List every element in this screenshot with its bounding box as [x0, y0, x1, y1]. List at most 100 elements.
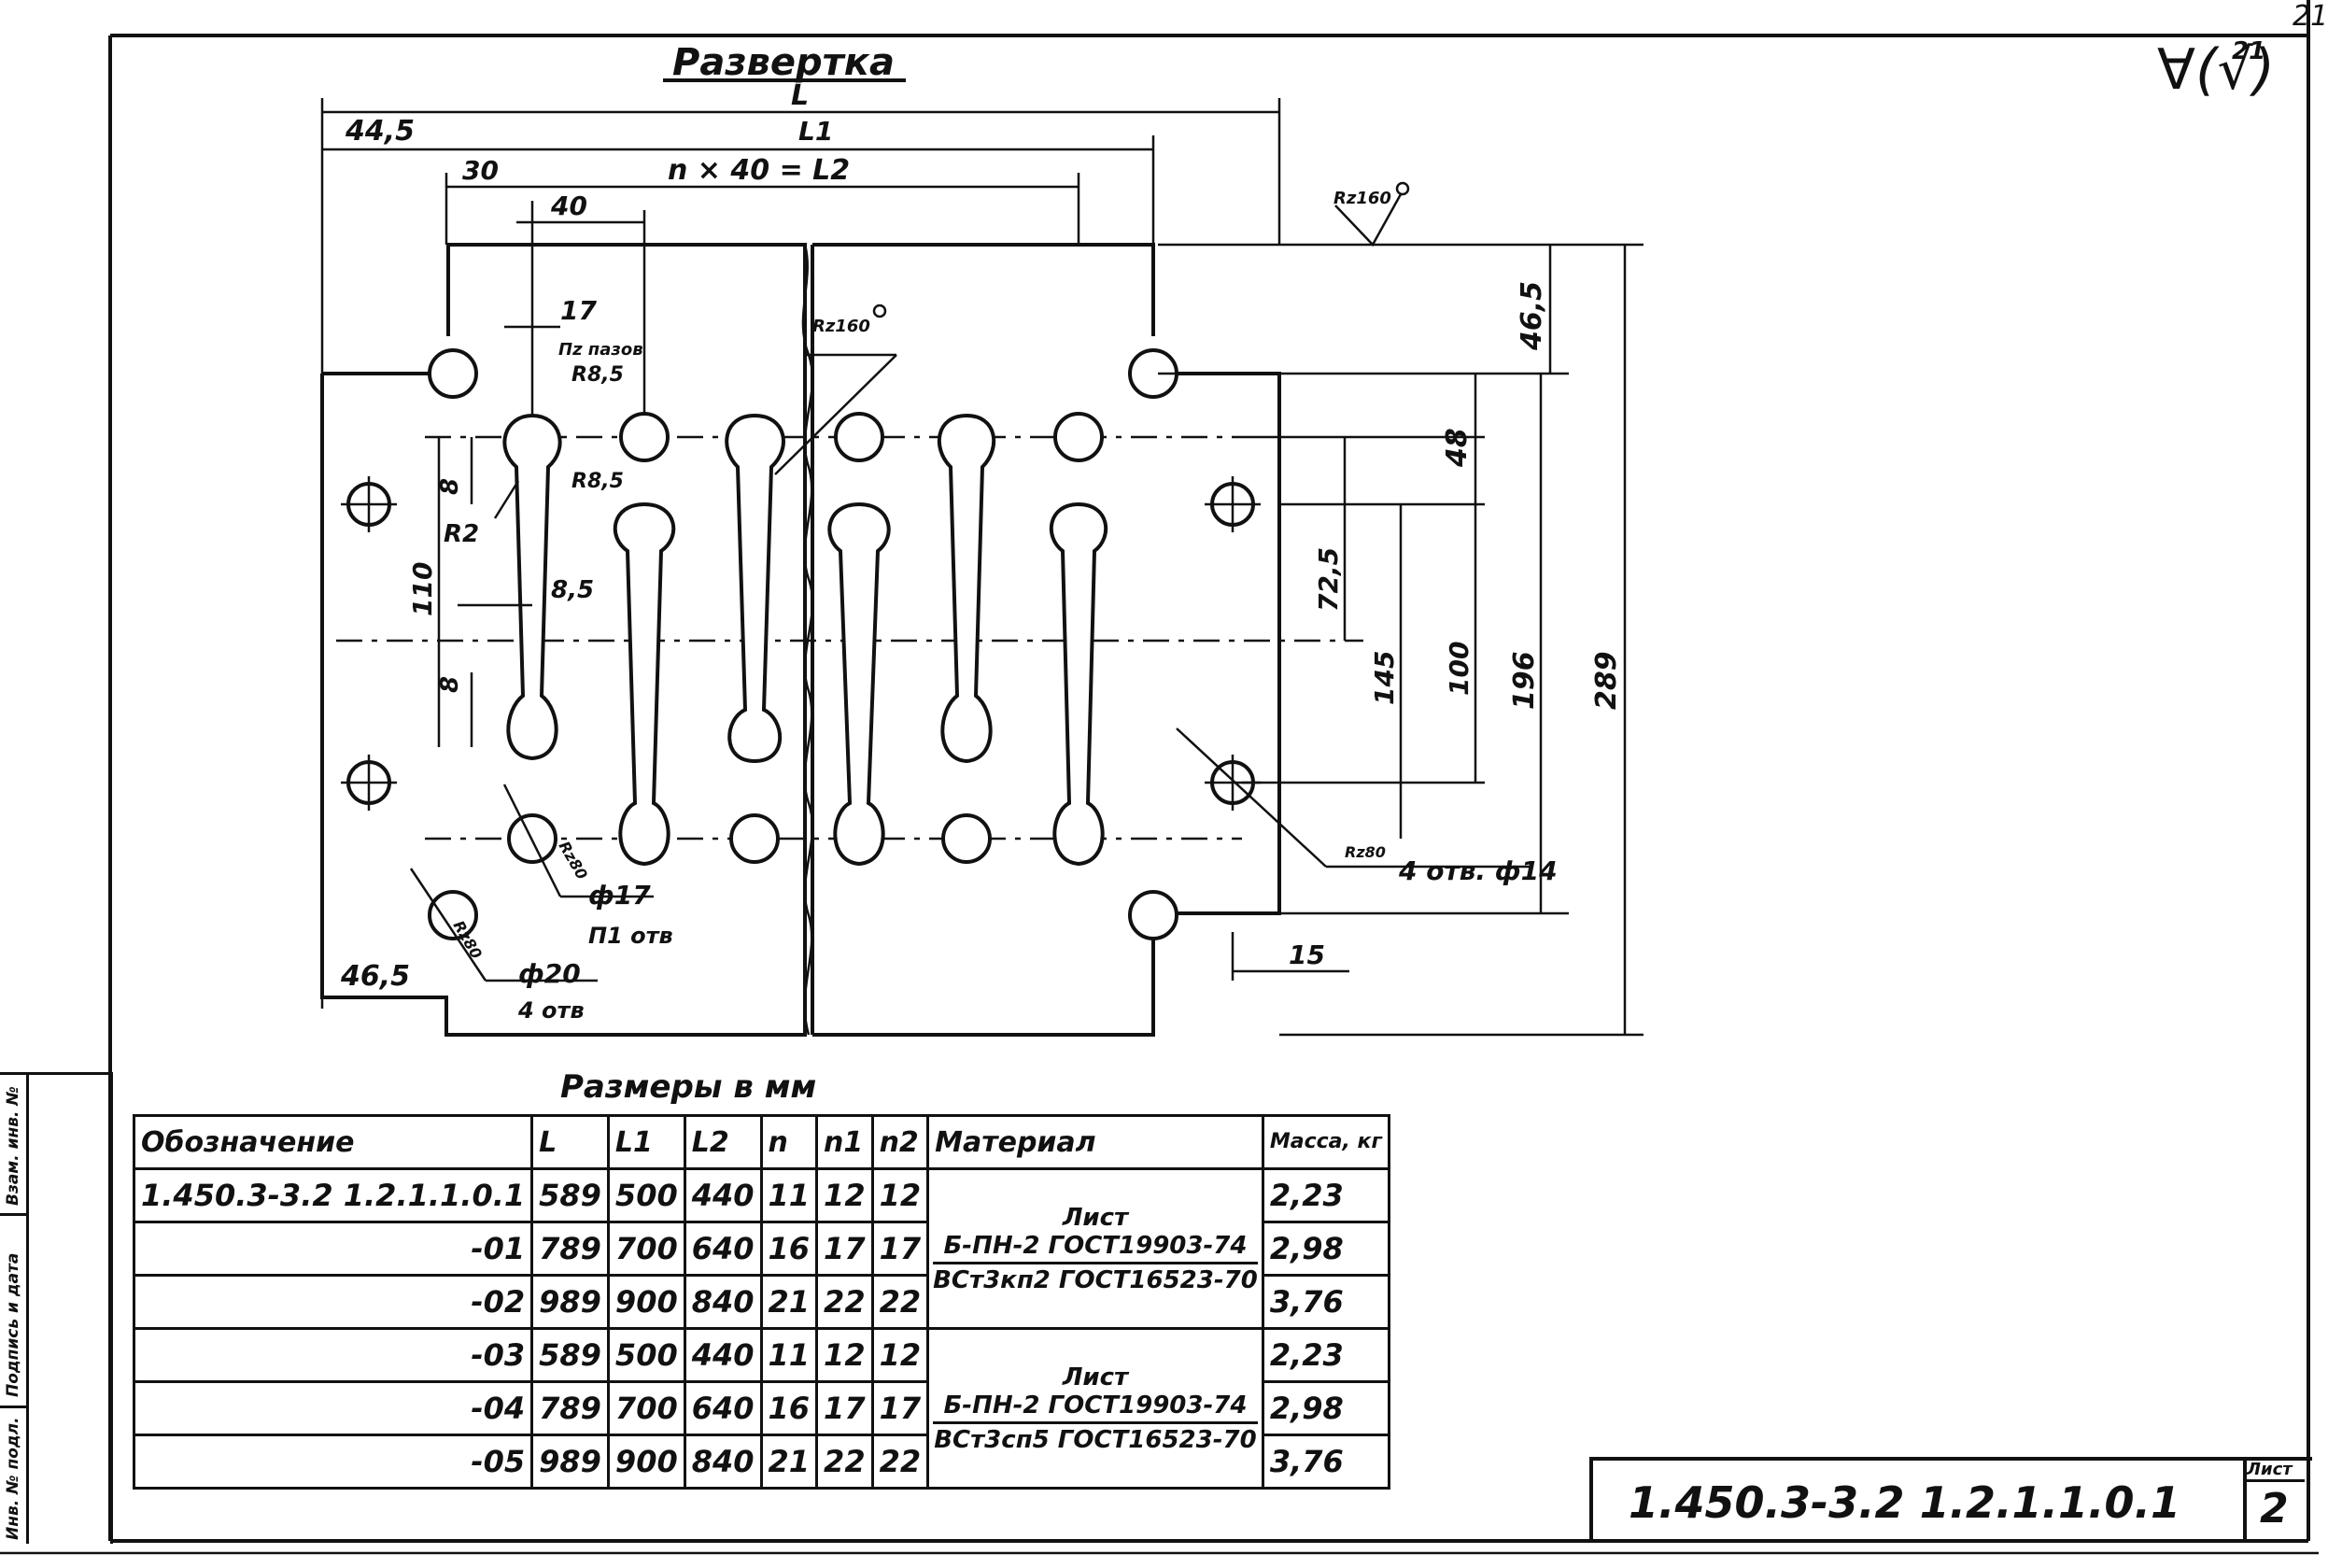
- material-b-line3: ВСт3сп5 ГОСТ16523-70: [934, 1425, 1257, 1454]
- dim-phi20: ф20: [518, 958, 581, 989]
- cell-L: 989: [530, 1274, 610, 1330]
- table-row: -01 789 700 640 16 17 17 2,98: [132, 1221, 1390, 1277]
- cell-mass: 2,98: [1261, 1221, 1390, 1277]
- cell-L2: 440: [683, 1327, 763, 1383]
- cell-mass: 3,76: [1261, 1274, 1390, 1330]
- dim-L1: L1: [798, 116, 833, 147]
- cell-mass: 2,23: [1261, 1167, 1390, 1223]
- table-row: 1.450.3-3.2 1.2.1.1.0.1 589 500 440 11 1…: [132, 1167, 1390, 1330]
- rz-marker: [872, 304, 887, 318]
- cell-n: 11: [759, 1167, 819, 1223]
- dim-145: 145: [1369, 651, 1400, 705]
- drawing-title: Развертка: [672, 41, 895, 84]
- dim-4-otv: 4 отв: [517, 997, 585, 1024]
- table-header-row: Обозначение L L1 L2 n n1 n2 Материал Мас…: [132, 1114, 1390, 1170]
- sheet-label: Лист: [2247, 1460, 2305, 1482]
- col-header-n1: n1: [815, 1114, 874, 1170]
- cell-material-a: Лист Б-ПН-2 ГОСТ19903-74 ВСт3кп2 ГОСТ165…: [926, 1167, 1264, 1330]
- dim-rz160b: Rz160: [1333, 189, 1391, 208]
- cell-L1: 700: [606, 1380, 686, 1436]
- dim-8b: 8: [436, 676, 464, 693]
- dim-289: 289: [1590, 651, 1623, 710]
- roughness-superscript: 21: [2232, 37, 2266, 65]
- dim-40: 40: [550, 191, 587, 221]
- table-row: -03 589 500 440 11 12 12 Лист Б-ПН-2 ГОС…: [132, 1327, 1390, 1490]
- col-header-n2: n2: [870, 1114, 930, 1170]
- material-a-line3: ВСт3кп2 ГОСТ16523-70: [933, 1265, 1258, 1294]
- col-header-mass: Масса, кг: [1261, 1114, 1390, 1170]
- cell-n1: 17: [815, 1380, 874, 1436]
- cell-mass: 2,98: [1261, 1380, 1390, 1436]
- cell-n1: 12: [815, 1167, 874, 1223]
- material-b-line1: Лист: [1062, 1363, 1129, 1391]
- dim-4-otv-14: 4 отв. ф14: [1398, 855, 1558, 886]
- cell-n2: 17: [870, 1380, 930, 1436]
- stamp-divider: [0, 1406, 26, 1408]
- cell-n1: 22: [815, 1274, 874, 1330]
- table-row: -02 989 900 840 21 22 22 3,76: [132, 1274, 1390, 1330]
- dim-pz: Пz пазов: [558, 340, 643, 360]
- dim-8-5: 8,5: [551, 576, 594, 604]
- cell-designation: -05: [132, 1434, 534, 1490]
- dim-r2: R2: [444, 520, 479, 548]
- corner-hole: [428, 348, 478, 399]
- dim-lines: [320, 98, 1644, 1037]
- rz-marker: [1395, 181, 1410, 196]
- table-caption: Размеры в мм: [560, 1068, 816, 1106]
- corner-hole: [1128, 890, 1178, 940]
- table-row: -04 789 700 640 16 17 17 2,98: [132, 1380, 1390, 1436]
- cell-n: 16: [759, 1221, 819, 1277]
- margin-stamp: Взам. инв. № Подпись и дата Инв. № подл.: [0, 1072, 113, 1544]
- corner-hole: [428, 890, 478, 940]
- dim-L: L: [791, 79, 809, 112]
- spec-table: Обозначение L L1 L2 n n1 n2 Материал Мас…: [132, 1114, 1390, 1490]
- side-holes: [341, 476, 1261, 811]
- cell-designation: -04: [132, 1380, 534, 1436]
- cell-L1: 900: [606, 1274, 686, 1330]
- stamp-column: [0, 1075, 29, 1544]
- dim-15: 15: [1289, 939, 1325, 970]
- cell-designation: -03: [132, 1327, 534, 1383]
- cell-designation: -02: [132, 1274, 534, 1330]
- cell-L: 589: [530, 1167, 610, 1223]
- cell-L: 789: [530, 1380, 610, 1436]
- cell-L: 789: [530, 1221, 610, 1277]
- col-header-designation: Обозначение: [132, 1114, 534, 1170]
- cell-n2: 12: [870, 1167, 930, 1223]
- cell-L2: 640: [683, 1380, 763, 1436]
- slots: [502, 413, 1108, 867]
- dim-rz160a: Rz160: [812, 317, 870, 336]
- cell-L1: 900: [606, 1434, 686, 1490]
- cell-n2: 22: [870, 1434, 930, 1490]
- dim-46-5-right: 46,5: [1516, 281, 1548, 351]
- cell-n: 21: [759, 1274, 819, 1330]
- col-header-material: Материал: [926, 1114, 1264, 1170]
- cell-n2: 12: [870, 1327, 930, 1383]
- cell-L2: 640: [683, 1221, 763, 1277]
- corner-number: 21: [2293, 0, 2328, 33]
- cell-L: 989: [530, 1434, 610, 1490]
- dim-8a: 8: [436, 478, 464, 495]
- dim-rz80c: Rz80: [1345, 843, 1386, 861]
- cell-L1: 500: [606, 1327, 686, 1383]
- table-row: -05 989 900 840 21 22 22 3,76: [132, 1434, 1390, 1490]
- cell-n: 11: [759, 1327, 819, 1383]
- cell-mass: 3,76: [1261, 1434, 1390, 1490]
- document-number: 1.450.3-3.2 1.2.1.1.0.1: [1629, 1477, 2180, 1528]
- stamp-inv-no: Инв. № подл.: [4, 1417, 22, 1540]
- cell-n2: 17: [870, 1221, 930, 1277]
- stamp-divider: [0, 1213, 26, 1216]
- dim-phi17: ф17: [588, 880, 651, 911]
- roughness-mark: ∀(√): [2157, 37, 2276, 103]
- cell-n: 21: [759, 1434, 819, 1490]
- cell-L1: 500: [606, 1167, 686, 1223]
- cell-designation: 1.450.3-3.2 1.2.1.1.0.1: [132, 1167, 534, 1223]
- cell-n1: 17: [815, 1221, 874, 1277]
- dim-rz80a: Rz80: [556, 839, 591, 883]
- cell-L2: 440: [683, 1167, 763, 1223]
- dim-n1-otv: П1 отв: [588, 923, 673, 949]
- dim-r8-5a: R8,5: [571, 363, 624, 387]
- material-b-line2: Б-ПН-2 ГОСТ19903-74: [943, 1391, 1248, 1420]
- dim-48: 48: [1441, 428, 1474, 468]
